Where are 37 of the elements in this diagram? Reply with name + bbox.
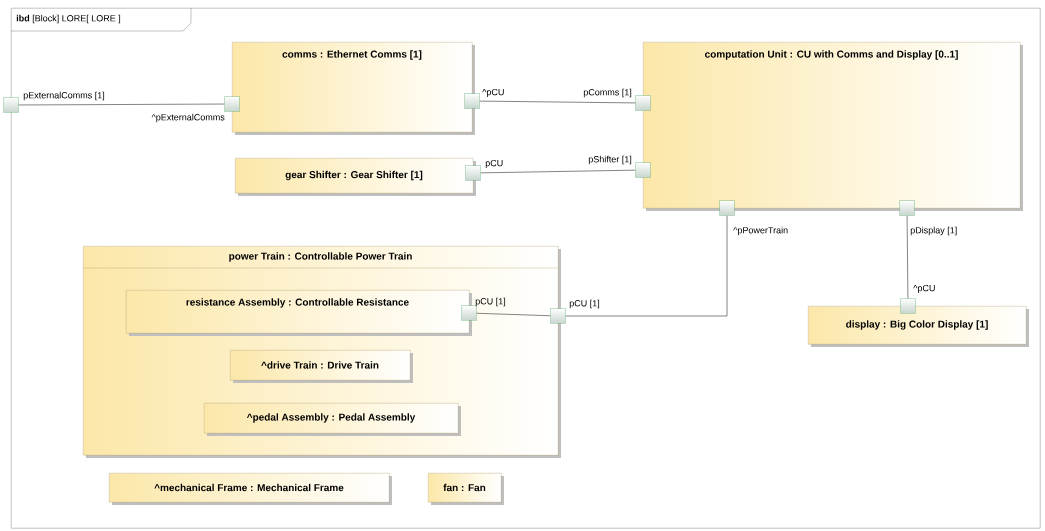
port-square: [900, 298, 916, 314]
block-box: ^drive Train : Drive Train: [230, 350, 413, 383]
block-box: computation Unit : CU with Comms and Display [0..1]: [643, 42, 1023, 211]
block-box: display : Big Color Display [1]: [808, 306, 1029, 347]
port-label: ^pExternalComms: [151, 113, 225, 123]
port-label: pShifter [1]: [588, 155, 632, 165]
block-box: fan : Fan: [428, 473, 504, 505]
port-square: [3, 97, 19, 113]
block-box: ^pedal Assembly : Pedal Assembly: [204, 403, 461, 436]
block-box: gear Shifter : Gear Shifter [1]: [235, 158, 476, 196]
port-square: [719, 200, 735, 216]
block-box: resistance Assembly : Controllable Resistance: [126, 290, 472, 336]
port-label: ^pCU: [913, 284, 935, 294]
port-square: [635, 95, 651, 111]
port-label: pCU: [485, 159, 503, 169]
connector-line: [18, 103, 225, 106]
port-label: pCU [1]: [475, 297, 506, 307]
connector-line: [565, 215, 728, 317]
port-square: [461, 305, 477, 321]
port-label: pCU [1]: [569, 299, 600, 309]
port-square: [899, 200, 915, 216]
connector-line: [476, 312, 551, 317]
port-square: [464, 93, 480, 109]
port-label: ^pCU: [482, 88, 504, 98]
connector-line: [906, 215, 909, 299]
connector-line: [480, 169, 636, 174]
block-box: ^mechanical Frame : Mechanical Frame: [109, 473, 392, 505]
port-square: [550, 308, 566, 324]
port-label: pDisplay [1]: [910, 226, 957, 236]
block-box: comms : Ethernet Comms [1]: [232, 42, 475, 135]
port-square: [465, 165, 481, 181]
connector-line: [479, 100, 636, 104]
port-label: pExternalComms [1]: [23, 91, 105, 101]
port-label: pComms [1]: [583, 88, 632, 98]
port-label: ^pPowerTrain: [733, 226, 788, 236]
port-square: [635, 162, 651, 178]
port-square: [224, 96, 240, 112]
